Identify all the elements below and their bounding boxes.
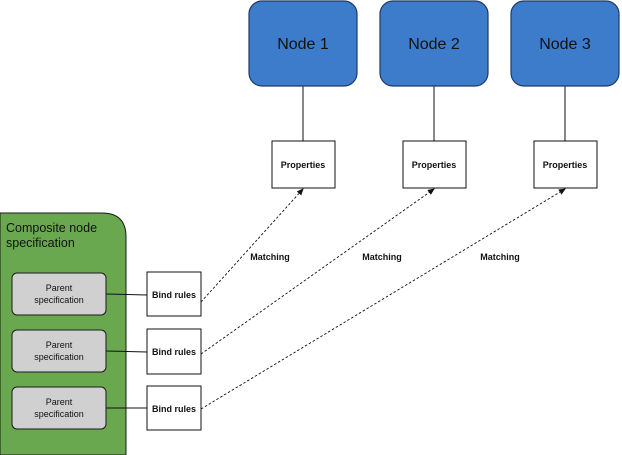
parent-to-bind-connector-2 [105,350,148,353]
node-box [379,0,489,87]
parent-specification-label-line2: specification [34,295,84,305]
bind-rules-label: Bind rules [152,347,196,357]
parent-specification-label-line2: specification [34,352,84,362]
matching-label-3: Matching [480,252,520,262]
node-label: Node 3 [539,36,591,53]
bind-rules-label: Bind rules [152,290,196,300]
node-3: Node 3 [510,0,620,87]
node-label: Node 1 [277,36,329,53]
properties-box [533,140,598,189]
parent-specification-box [11,272,107,316]
properties-box [271,140,336,189]
properties-label: Properties [281,160,326,170]
matching-arrow-3 [200,188,566,410]
bind-rules-3: Bind rules [146,385,202,431]
bind-rules-box [146,385,202,431]
node-2: Node 2 [379,0,489,87]
parent-specification-3: Parent specification [11,386,107,430]
composite-title-line2: specification [6,236,75,250]
parent-specification-label-line1: Parent [46,340,73,350]
bind-rules-box [146,328,202,375]
node-box [248,0,358,87]
properties-1: Properties [271,140,336,189]
bind-rules-2: Bind rules [146,328,202,375]
parent-specification-2: Parent specification [11,329,107,373]
matching-label-2: Matching [362,252,402,262]
properties-label: Properties [543,160,588,170]
node-1: Node 1 [248,0,358,87]
properties-label: Properties [412,160,457,170]
parent-specification-label-line2: specification [34,409,84,419]
matching-arrow-2 [200,188,435,355]
node-box [510,0,620,87]
parent-specification-label-line1: Parent [46,397,73,407]
bind-rules-label: Bind rules [152,404,196,414]
properties-3: Properties [533,140,598,189]
matching-label-1: Matching [250,252,290,262]
composite-title-line1: Composite node [6,221,97,235]
properties-box [402,140,467,189]
parent-to-bind-connector-1 [105,293,148,296]
parent-specification-1: Parent specification [11,272,107,316]
parent-specification-box [11,329,107,373]
node-label: Node 2 [408,36,460,53]
properties-2: Properties [402,140,467,189]
matching-arrow-1 [200,188,304,303]
parent-specification-box [11,386,107,430]
parent-specification-label-line1: Parent [46,283,73,293]
bind-rules-1: Bind rules [146,271,202,317]
bind-rules-box [146,271,202,317]
